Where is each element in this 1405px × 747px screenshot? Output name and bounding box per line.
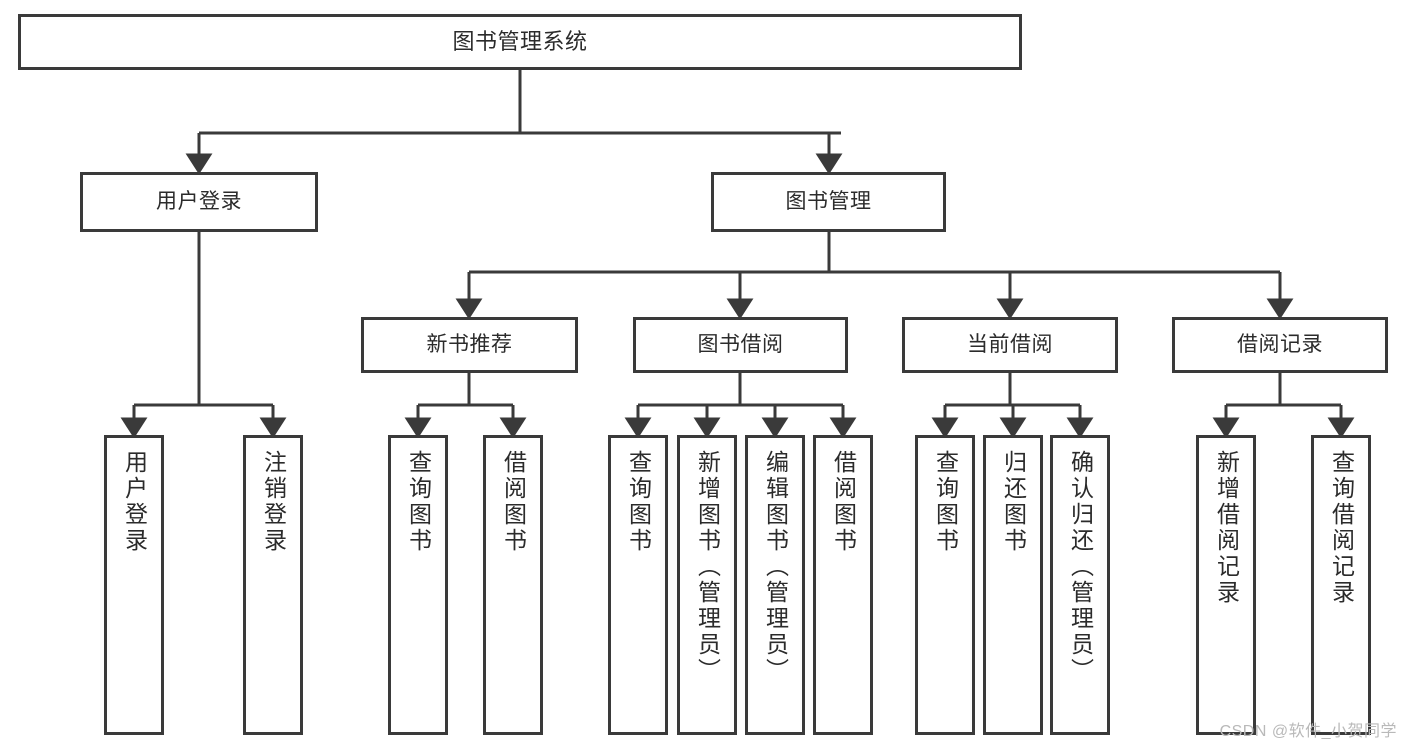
node-leaf-user-login-label: 用户登录 xyxy=(121,450,148,554)
node-leaf-logout[interactable]: 注销登录 xyxy=(243,435,303,735)
node-leaf-query-book-3-label: 查询图书 xyxy=(932,450,959,554)
node-leaf-borrow-book-2[interactable]: 借阅图书 xyxy=(813,435,873,735)
node-new-book-rec[interactable]: 新书推荐 xyxy=(361,317,578,373)
node-borrow-record-label: 借阅记录 xyxy=(1237,332,1323,356)
node-leaf-confirm-return[interactable]: 确认归还（管理员） xyxy=(1050,435,1110,735)
node-leaf-confirm-return-label: 确认归还（管理员） xyxy=(1067,450,1094,684)
node-new-book-rec-label: 新书推荐 xyxy=(426,332,513,356)
node-leaf-query-book-1-label: 查询图书 xyxy=(405,450,432,554)
node-leaf-query-book-1[interactable]: 查询图书 xyxy=(388,435,448,735)
node-borrow-record[interactable]: 借阅记录 xyxy=(1172,317,1388,373)
node-leaf-edit-book-label: 编辑图书（管理员） xyxy=(762,450,789,684)
node-leaf-add-record-label: 新增借阅记录 xyxy=(1213,450,1240,606)
node-leaf-query-book-3[interactable]: 查询图书 xyxy=(915,435,975,735)
node-leaf-borrow-book-1[interactable]: 借阅图书 xyxy=(483,435,543,735)
node-leaf-add-book[interactable]: 新增图书（管理员） xyxy=(677,435,737,735)
node-book-manage[interactable]: 图书管理 xyxy=(711,172,946,232)
node-root[interactable]: 图书管理系统 xyxy=(18,14,1022,70)
node-leaf-query-book-2-label: 查询图书 xyxy=(625,450,652,554)
node-leaf-logout-label: 注销登录 xyxy=(260,450,287,554)
node-current-borrow-label: 当前借阅 xyxy=(967,332,1053,356)
node-book-manage-label: 图书管理 xyxy=(785,189,872,213)
node-leaf-add-book-label: 新增图书（管理员） xyxy=(694,450,721,684)
node-book-borrow-label: 图书借阅 xyxy=(697,332,784,356)
node-root-label: 图书管理系统 xyxy=(452,29,588,55)
node-leaf-borrow-book-2-label: 借阅图书 xyxy=(830,450,857,554)
node-leaf-user-login[interactable]: 用户登录 xyxy=(104,435,164,735)
node-leaf-edit-book[interactable]: 编辑图书（管理员） xyxy=(745,435,805,735)
node-leaf-return-book[interactable]: 归还图书 xyxy=(983,435,1043,735)
csdn-watermark: CSDN @软件_小贺同学 xyxy=(1219,723,1397,740)
node-leaf-borrow-book-1-label: 借阅图书 xyxy=(500,450,527,554)
node-leaf-add-record[interactable]: 新增借阅记录 xyxy=(1196,435,1256,735)
node-user-login[interactable]: 用户登录 xyxy=(80,172,318,232)
node-current-borrow[interactable]: 当前借阅 xyxy=(902,317,1118,373)
node-leaf-query-record[interactable]: 查询借阅记录 xyxy=(1311,435,1371,735)
node-leaf-query-book-2[interactable]: 查询图书 xyxy=(608,435,668,735)
node-book-borrow[interactable]: 图书借阅 xyxy=(633,317,848,373)
node-user-login-label: 用户登录 xyxy=(156,189,242,213)
node-leaf-return-book-label: 归还图书 xyxy=(1000,450,1027,554)
node-leaf-query-record-label: 查询借阅记录 xyxy=(1328,450,1355,606)
